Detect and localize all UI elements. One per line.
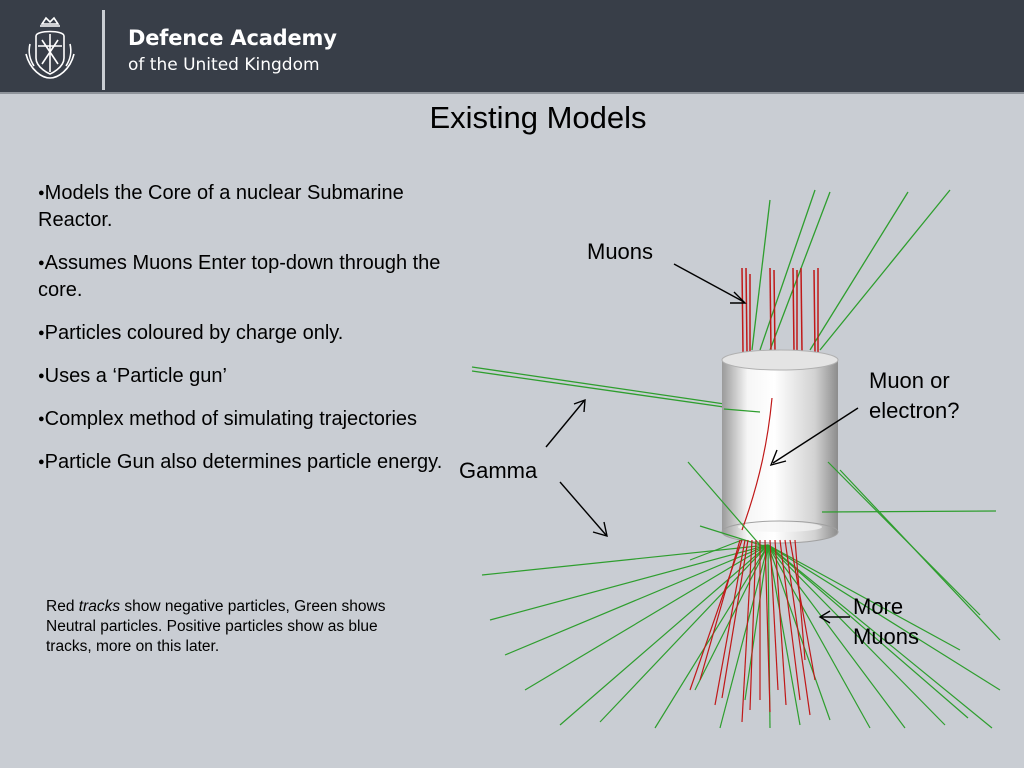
bullet-text: Models the Core of a nuclear Submarine R… <box>38 182 404 231</box>
caption-rest: show negative particles, Green shows Neu… <box>46 598 386 655</box>
royal-crest-icon <box>25 16 75 79</box>
label-muons: Muons <box>587 239 654 264</box>
reactor-core <box>721 349 997 544</box>
bullet-item: ●Assumes Muons Enter top-down through th… <box>38 252 441 301</box>
header-rule <box>0 92 1024 94</box>
label-muon-or-electron: Muon or electron? <box>869 368 960 423</box>
caption-prefix: Red <box>46 598 79 615</box>
muon-tracks-bottom <box>689 539 816 723</box>
bullet-item: ●Uses a ‘Particle gun’ <box>38 365 227 387</box>
bullet-item: ●Particle Gun also determines particle e… <box>38 451 443 473</box>
brand-subtitle: of the United Kingdom <box>128 55 320 75</box>
caption: Red tracks show negative particles, Gree… <box>46 597 391 657</box>
label-gamma: Gamma <box>459 458 538 483</box>
slide-title: Existing Models <box>429 100 647 135</box>
bullet-item: ●Particles coloured by charge only. <box>38 322 344 344</box>
header-divider <box>102 10 105 90</box>
annotation-arrows <box>545 263 859 624</box>
bullet-text: Particle Gun also determines particle en… <box>44 451 443 473</box>
bullet-text: Particles coloured by charge only. <box>44 322 344 344</box>
label-more-muons: More Muons <box>853 594 920 649</box>
brand-name: Defence Academy <box>128 26 337 50</box>
bullet-text: Uses a ‘Particle gun’ <box>44 365 227 387</box>
header-bar: Defence Academy of the United Kingdom <box>0 0 1024 92</box>
caption-emphasis: tracks <box>78 598 121 615</box>
bullet-text: Complex method of simulating trajectorie… <box>44 408 418 430</box>
bullet-text: Assumes Muons Enter top-down through the… <box>38 252 441 301</box>
bullet-list: ●Models the Core of a nuclear Submarine … <box>38 180 478 492</box>
neutral-tracks-back <box>471 189 951 411</box>
bullet-item: ●Models the Core of a nuclear Submarine … <box>38 182 404 231</box>
bullet-item: ●Complex method of simulating trajectori… <box>38 408 418 430</box>
muon-tracks-top <box>741 267 819 353</box>
neutral-tracks-front <box>481 461 1001 729</box>
